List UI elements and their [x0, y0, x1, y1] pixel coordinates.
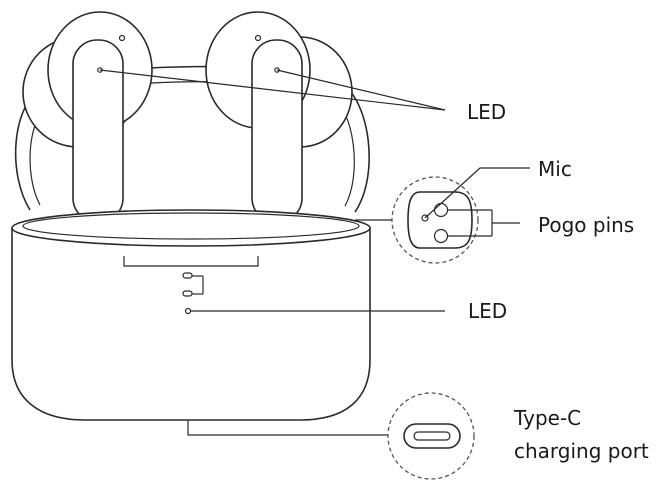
led-earbuds-callout	[99, 69, 446, 111]
mic-hole-icon	[421, 214, 429, 222]
typec-detail	[187, 392, 475, 480]
label-led-earbuds: LED	[467, 100, 506, 124]
pogo-detail	[355, 167, 530, 264]
left-earbud-stem	[72, 39, 124, 223]
label-led-case: LED	[468, 299, 507, 323]
left-earbud-mic-hole	[118, 34, 126, 42]
case-lid	[14, 65, 370, 213]
label-pogo-pins: Pogo pins	[538, 213, 634, 237]
led-case-callout	[190, 275, 445, 312]
label-typec-line1: Type-C	[513, 406, 581, 430]
right-earbud-mic-hole	[254, 34, 262, 42]
left-earbud	[22, 11, 153, 223]
label-mic: Mic	[538, 157, 572, 181]
typec-port-inner	[413, 431, 451, 441]
case-body	[11, 209, 371, 421]
right-earbud	[205, 11, 353, 223]
label-typec-line2: charging port	[514, 439, 649, 463]
typec-port-outer	[403, 423, 461, 449]
